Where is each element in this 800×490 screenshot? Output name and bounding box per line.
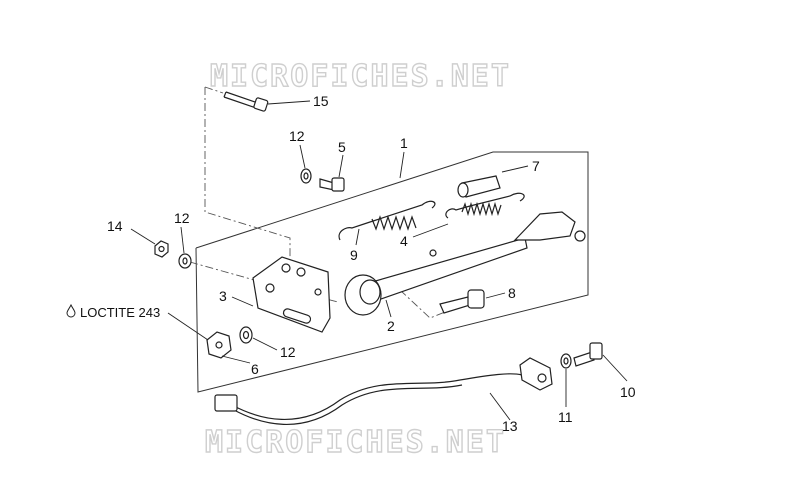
leader-3 xyxy=(231,296,254,307)
callout-15: 15 xyxy=(313,93,329,109)
construction-line-right xyxy=(399,289,446,319)
callout-11: 11 xyxy=(558,409,573,425)
leader-1 xyxy=(399,151,405,179)
callout-12-low: 12 xyxy=(280,344,296,360)
sleeve-part-7 xyxy=(457,175,501,198)
callout-7: 7 xyxy=(532,158,540,174)
callout-8: 8 xyxy=(508,285,516,301)
washer-part-12-mid xyxy=(178,253,192,269)
callout-1: 1 xyxy=(400,135,408,151)
leader-loctite xyxy=(167,312,209,341)
nut-part-14 xyxy=(154,240,169,258)
callout-6: 6 xyxy=(251,361,259,377)
leader-4 xyxy=(412,223,449,238)
callout-14: 14 xyxy=(107,218,123,234)
leader-12-mid xyxy=(180,226,185,254)
bolt-part-15 xyxy=(223,91,269,112)
leader-5 xyxy=(338,154,344,178)
leader-12-low xyxy=(252,337,278,351)
callout-13: 13 xyxy=(502,418,518,434)
leader-15 xyxy=(267,100,311,105)
callout-9: 9 xyxy=(350,247,358,263)
callout-3: 3 xyxy=(219,288,227,304)
washer-part-12-top xyxy=(300,168,312,184)
leader-8 xyxy=(485,292,506,299)
construction-line-top xyxy=(204,87,291,270)
washer-part-12-low xyxy=(239,326,253,344)
leader-13 xyxy=(489,392,511,421)
leader-9 xyxy=(355,228,360,246)
leader-2 xyxy=(385,299,392,318)
nut-part-6 xyxy=(206,331,232,359)
watermark-bottom: MICROFICHES.NET xyxy=(205,425,506,460)
spring-part-4 xyxy=(445,192,525,219)
loctite-note: LOCTITE 243 xyxy=(80,305,160,320)
callout-10: 10 xyxy=(620,384,636,400)
leader-6 xyxy=(221,355,251,364)
pivot-bolt-part-8 xyxy=(439,289,485,314)
bolt-part-5 xyxy=(319,177,345,192)
callout-5: 5 xyxy=(338,139,346,155)
callout-2: 2 xyxy=(387,318,395,334)
spring-part-9 xyxy=(338,200,436,241)
callout-12-mid: 12 xyxy=(174,210,190,226)
sensor-cable-part-13 xyxy=(214,373,523,425)
leader-7 xyxy=(501,165,529,173)
sidestand-switch xyxy=(519,357,553,391)
watermark-top: MICROFICHES.NET xyxy=(210,59,511,94)
bracket-part-3 xyxy=(252,256,331,333)
drop-icon xyxy=(66,303,76,318)
side-stand-part-2 xyxy=(344,211,586,316)
leader-12-top xyxy=(299,144,306,169)
screw-part-10 xyxy=(573,342,603,367)
washer-part-11 xyxy=(560,353,572,369)
assembly-frame xyxy=(195,151,589,393)
callout-4: 4 xyxy=(400,233,408,249)
leader-14 xyxy=(130,228,156,245)
construction-line-bolt xyxy=(204,86,224,94)
callout-12-top: 12 xyxy=(289,128,305,144)
leader-10 xyxy=(602,354,628,382)
